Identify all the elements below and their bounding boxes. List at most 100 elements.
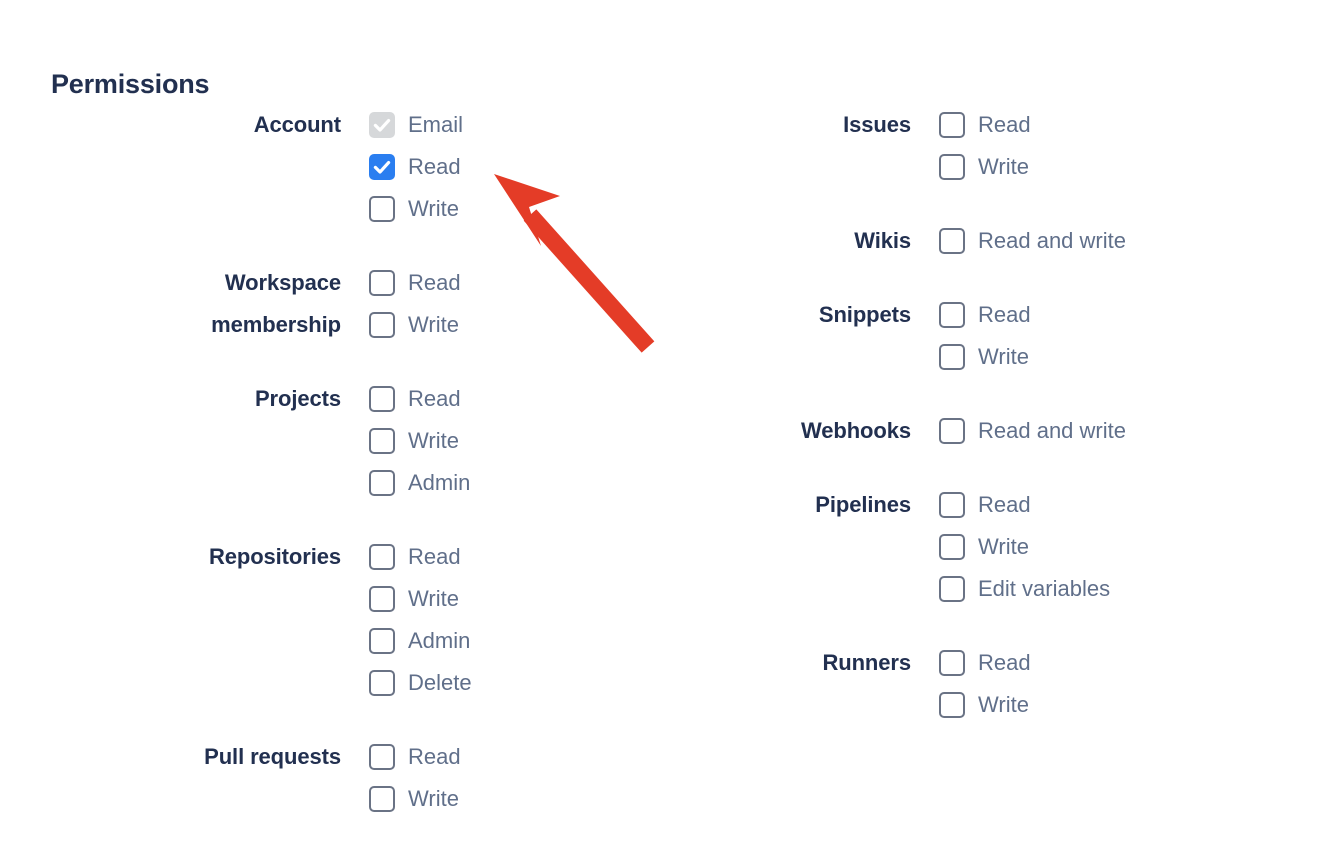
page-title: Permissions	[51, 69, 210, 100]
checkbox-webhooks-read-and-write[interactable]	[939, 418, 965, 444]
checkbox-label-issues-read[interactable]: Read	[978, 112, 1031, 137]
option-row-repositories-delete[interactable]: Delete	[341, 662, 660, 704]
option-row-pipelines-edit-variables[interactable]: Edit variables	[911, 568, 1322, 610]
group-label-runners: Runners	[822, 650, 911, 675]
option-row-account-write[interactable]: Write	[341, 188, 660, 230]
checkbox-label-projects-write[interactable]: Write	[408, 428, 459, 453]
checkbox-pipelines-read[interactable]	[939, 492, 965, 518]
checkbox-label-pull-requests-read[interactable]: Read	[408, 744, 461, 769]
checkbox-label-projects-read[interactable]: Read	[408, 386, 461, 411]
option-row-wikis-read-and-write[interactable]: Read and write	[911, 220, 1322, 262]
option-row-projects-admin[interactable]: Admin	[341, 462, 660, 504]
checkbox-label-pipelines-write[interactable]: Write	[978, 534, 1029, 559]
checkbox-snippets-write[interactable]	[939, 344, 965, 370]
option-row-pull-requests-read[interactable]: Read	[341, 736, 660, 778]
option-row-projects-write[interactable]: Write	[341, 420, 660, 462]
checkbox-label-repositories-delete[interactable]: Delete	[408, 670, 472, 695]
option-list: Read and write	[911, 220, 1322, 262]
checkbox-label-projects-admin[interactable]: Admin	[408, 470, 471, 495]
group-label-issues: Issues	[843, 112, 911, 137]
permission-group-wikis: Wikis Read and write	[660, 220, 1322, 262]
checkbox-repositories-admin[interactable]	[369, 628, 395, 654]
checkbox-label-account-write[interactable]: Write	[408, 196, 459, 221]
checkbox-label-snippets-read[interactable]: Read	[978, 302, 1031, 327]
option-row-issues-read[interactable]: Read	[911, 104, 1322, 146]
checkbox-label-snippets-write[interactable]: Write	[978, 344, 1029, 369]
group-label-webhooks: Webhooks	[800, 418, 911, 443]
checkbox-snippets-read[interactable]	[939, 302, 965, 328]
group-label-projects: Projects	[254, 386, 341, 411]
checkbox-label-repositories-read[interactable]: Read	[408, 544, 461, 569]
checkbox-pull-requests-write[interactable]	[369, 786, 395, 812]
checkbox-pipelines-write[interactable]	[939, 534, 965, 560]
checkbox-projects-write[interactable]	[369, 428, 395, 454]
checkbox-workspace-membership-read[interactable]	[369, 270, 395, 296]
checkbox-repositories-delete[interactable]	[369, 670, 395, 696]
checkbox-label-account-read[interactable]: Read	[408, 154, 461, 179]
option-row-pipelines-read[interactable]: Read	[911, 484, 1322, 526]
checkbox-account-read[interactable]	[369, 154, 395, 180]
option-row-repositories-read[interactable]: Read	[341, 536, 660, 578]
checkbox-pull-requests-read[interactable]	[369, 744, 395, 770]
group-label-account: Account	[253, 112, 341, 137]
checkbox-workspace-membership-write[interactable]	[369, 312, 395, 338]
group-label-pull-requests: Pull requests	[204, 744, 341, 769]
option-row-workspace-membership-read[interactable]: Read	[341, 262, 660, 304]
checkbox-label-issues-write[interactable]: Write	[978, 154, 1029, 179]
option-row-runners-read[interactable]: Read	[911, 642, 1322, 684]
option-row-repositories-write[interactable]: Write	[341, 578, 660, 620]
option-row-snippets-write[interactable]: Write	[911, 336, 1322, 378]
checkbox-label-webhooks-read-and-write[interactable]: Read and write	[978, 418, 1126, 443]
checkbox-label-workspace-membership-write[interactable]: Write	[408, 312, 459, 337]
checkbox-label-pipelines-edit-variables[interactable]: Edit variables	[978, 576, 1111, 601]
checkbox-label-runners-read[interactable]: Read	[978, 650, 1031, 675]
option-row-pipelines-write[interactable]: Write	[911, 526, 1322, 568]
option-row-projects-read[interactable]: Read	[341, 378, 660, 420]
option-row-webhooks-read-and-write[interactable]: Read and write	[911, 410, 1322, 452]
option-row-snippets-read[interactable]: Read	[911, 294, 1322, 336]
option-row-runners-write[interactable]: Write	[911, 684, 1322, 726]
option-row-account-read[interactable]: Read	[341, 146, 660, 188]
checkbox-label-wikis-read-and-write[interactable]: Read and write	[978, 228, 1126, 253]
checkbox-runners-write[interactable]	[939, 692, 965, 718]
group-label-workspace-membership: Workspace membership	[211, 270, 341, 337]
checkbox-label-account-email[interactable]: Email	[408, 112, 464, 137]
checkbox-projects-read[interactable]	[369, 386, 395, 412]
checkbox-label-repositories-write[interactable]: Write	[408, 586, 459, 611]
checkbox-label-pipelines-read[interactable]: Read	[978, 492, 1031, 517]
group-label-wikis: Wikis	[854, 228, 911, 253]
checkbox-repositories-read[interactable]	[369, 544, 395, 570]
checkbox-repositories-write[interactable]	[369, 586, 395, 612]
permission-group-webhooks: Webhooks Read and write	[660, 410, 1322, 452]
checkbox-label-runners-write[interactable]: Write	[978, 692, 1029, 717]
option-row-issues-write[interactable]: Write	[911, 146, 1322, 188]
option-list: Read and write	[911, 410, 1322, 452]
checkbox-runners-read[interactable]	[939, 650, 965, 676]
checkbox-issues-read[interactable]	[939, 112, 965, 138]
option-row-workspace-membership-write[interactable]: Write	[341, 304, 660, 346]
option-row-account-email[interactable]: Email	[341, 104, 660, 146]
checkbox-account-write[interactable]	[369, 196, 395, 222]
checkbox-issues-write[interactable]	[939, 154, 965, 180]
checkbox-projects-admin[interactable]	[369, 470, 395, 496]
option-row-pull-requests-write[interactable]: Write	[341, 778, 660, 820]
checkbox-pipelines-edit-variables[interactable]	[939, 576, 965, 602]
checkbox-account-email	[369, 112, 395, 138]
option-row-repositories-admin[interactable]: Admin	[341, 620, 660, 662]
checkbox-label-repositories-admin[interactable]: Admin	[408, 628, 471, 653]
checkbox-label-pull-requests-write[interactable]: Write	[408, 786, 459, 811]
group-label-pipelines: Pipelines	[815, 492, 911, 517]
checkbox-wikis-read-and-write[interactable]	[939, 228, 965, 254]
checkbox-label-workspace-membership-read[interactable]: Read	[408, 270, 461, 295]
